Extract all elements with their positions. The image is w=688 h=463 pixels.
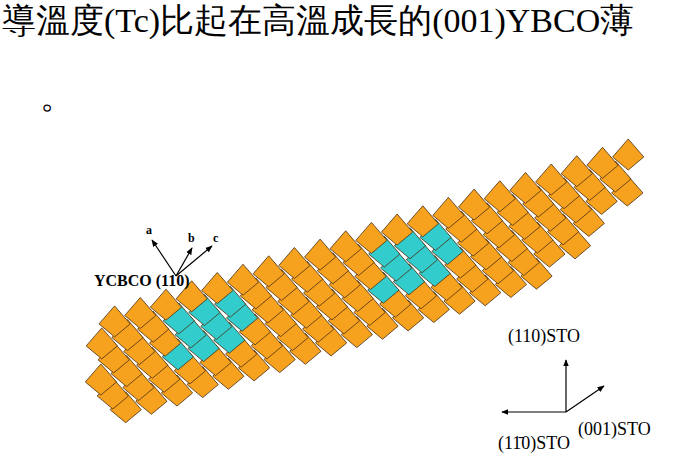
lattice-tile: [305, 239, 336, 270]
lattice-tile: [99, 306, 130, 337]
lattice-tile: [561, 156, 592, 187]
tile-lattice: [85, 139, 644, 423]
axis-label: (001)STO: [578, 420, 651, 438]
lattice-tile: [279, 248, 310, 279]
lattice-tile: [382, 214, 413, 245]
lattice-tile: [202, 273, 233, 304]
lattice-tile: [484, 181, 515, 212]
lattice-tile: [613, 139, 644, 170]
lattice-tile: [510, 172, 541, 203]
axis-a: [152, 240, 176, 276]
body-text: 導溫度(Tc)比起在高溫成長的(001)YBCO薄: [2, 4, 634, 38]
axes: [152, 240, 604, 412]
film-orientation: YCBCO (110): [94, 273, 190, 289]
axis-b: [176, 248, 192, 276]
lattice-tile: [356, 222, 387, 253]
lattice-tile: [227, 264, 258, 295]
lattice-tile: [330, 231, 361, 262]
lattice-tile: [125, 298, 156, 329]
body-text: 。: [40, 80, 74, 114]
axis-sto-1-10: [502, 411, 566, 412]
axis-label: (11̄0)STO: [498, 434, 570, 452]
lattice-tile: [253, 256, 284, 287]
lattice-tile: [536, 164, 567, 195]
axis-letter: a: [146, 224, 152, 236]
axis-c: [176, 246, 212, 276]
lattice-tile: [150, 289, 181, 320]
axis-letter: c: [213, 232, 218, 244]
axis-letter: b: [188, 232, 195, 244]
lattice-tile: [433, 197, 464, 228]
lattice-tile: [587, 147, 618, 178]
axis-sto-110: [565, 360, 566, 412]
axis-label: (110)STO: [508, 327, 580, 345]
lattice-tile: [407, 206, 438, 237]
axis-sto-001: [566, 386, 604, 412]
lattice-tile: [459, 189, 490, 220]
